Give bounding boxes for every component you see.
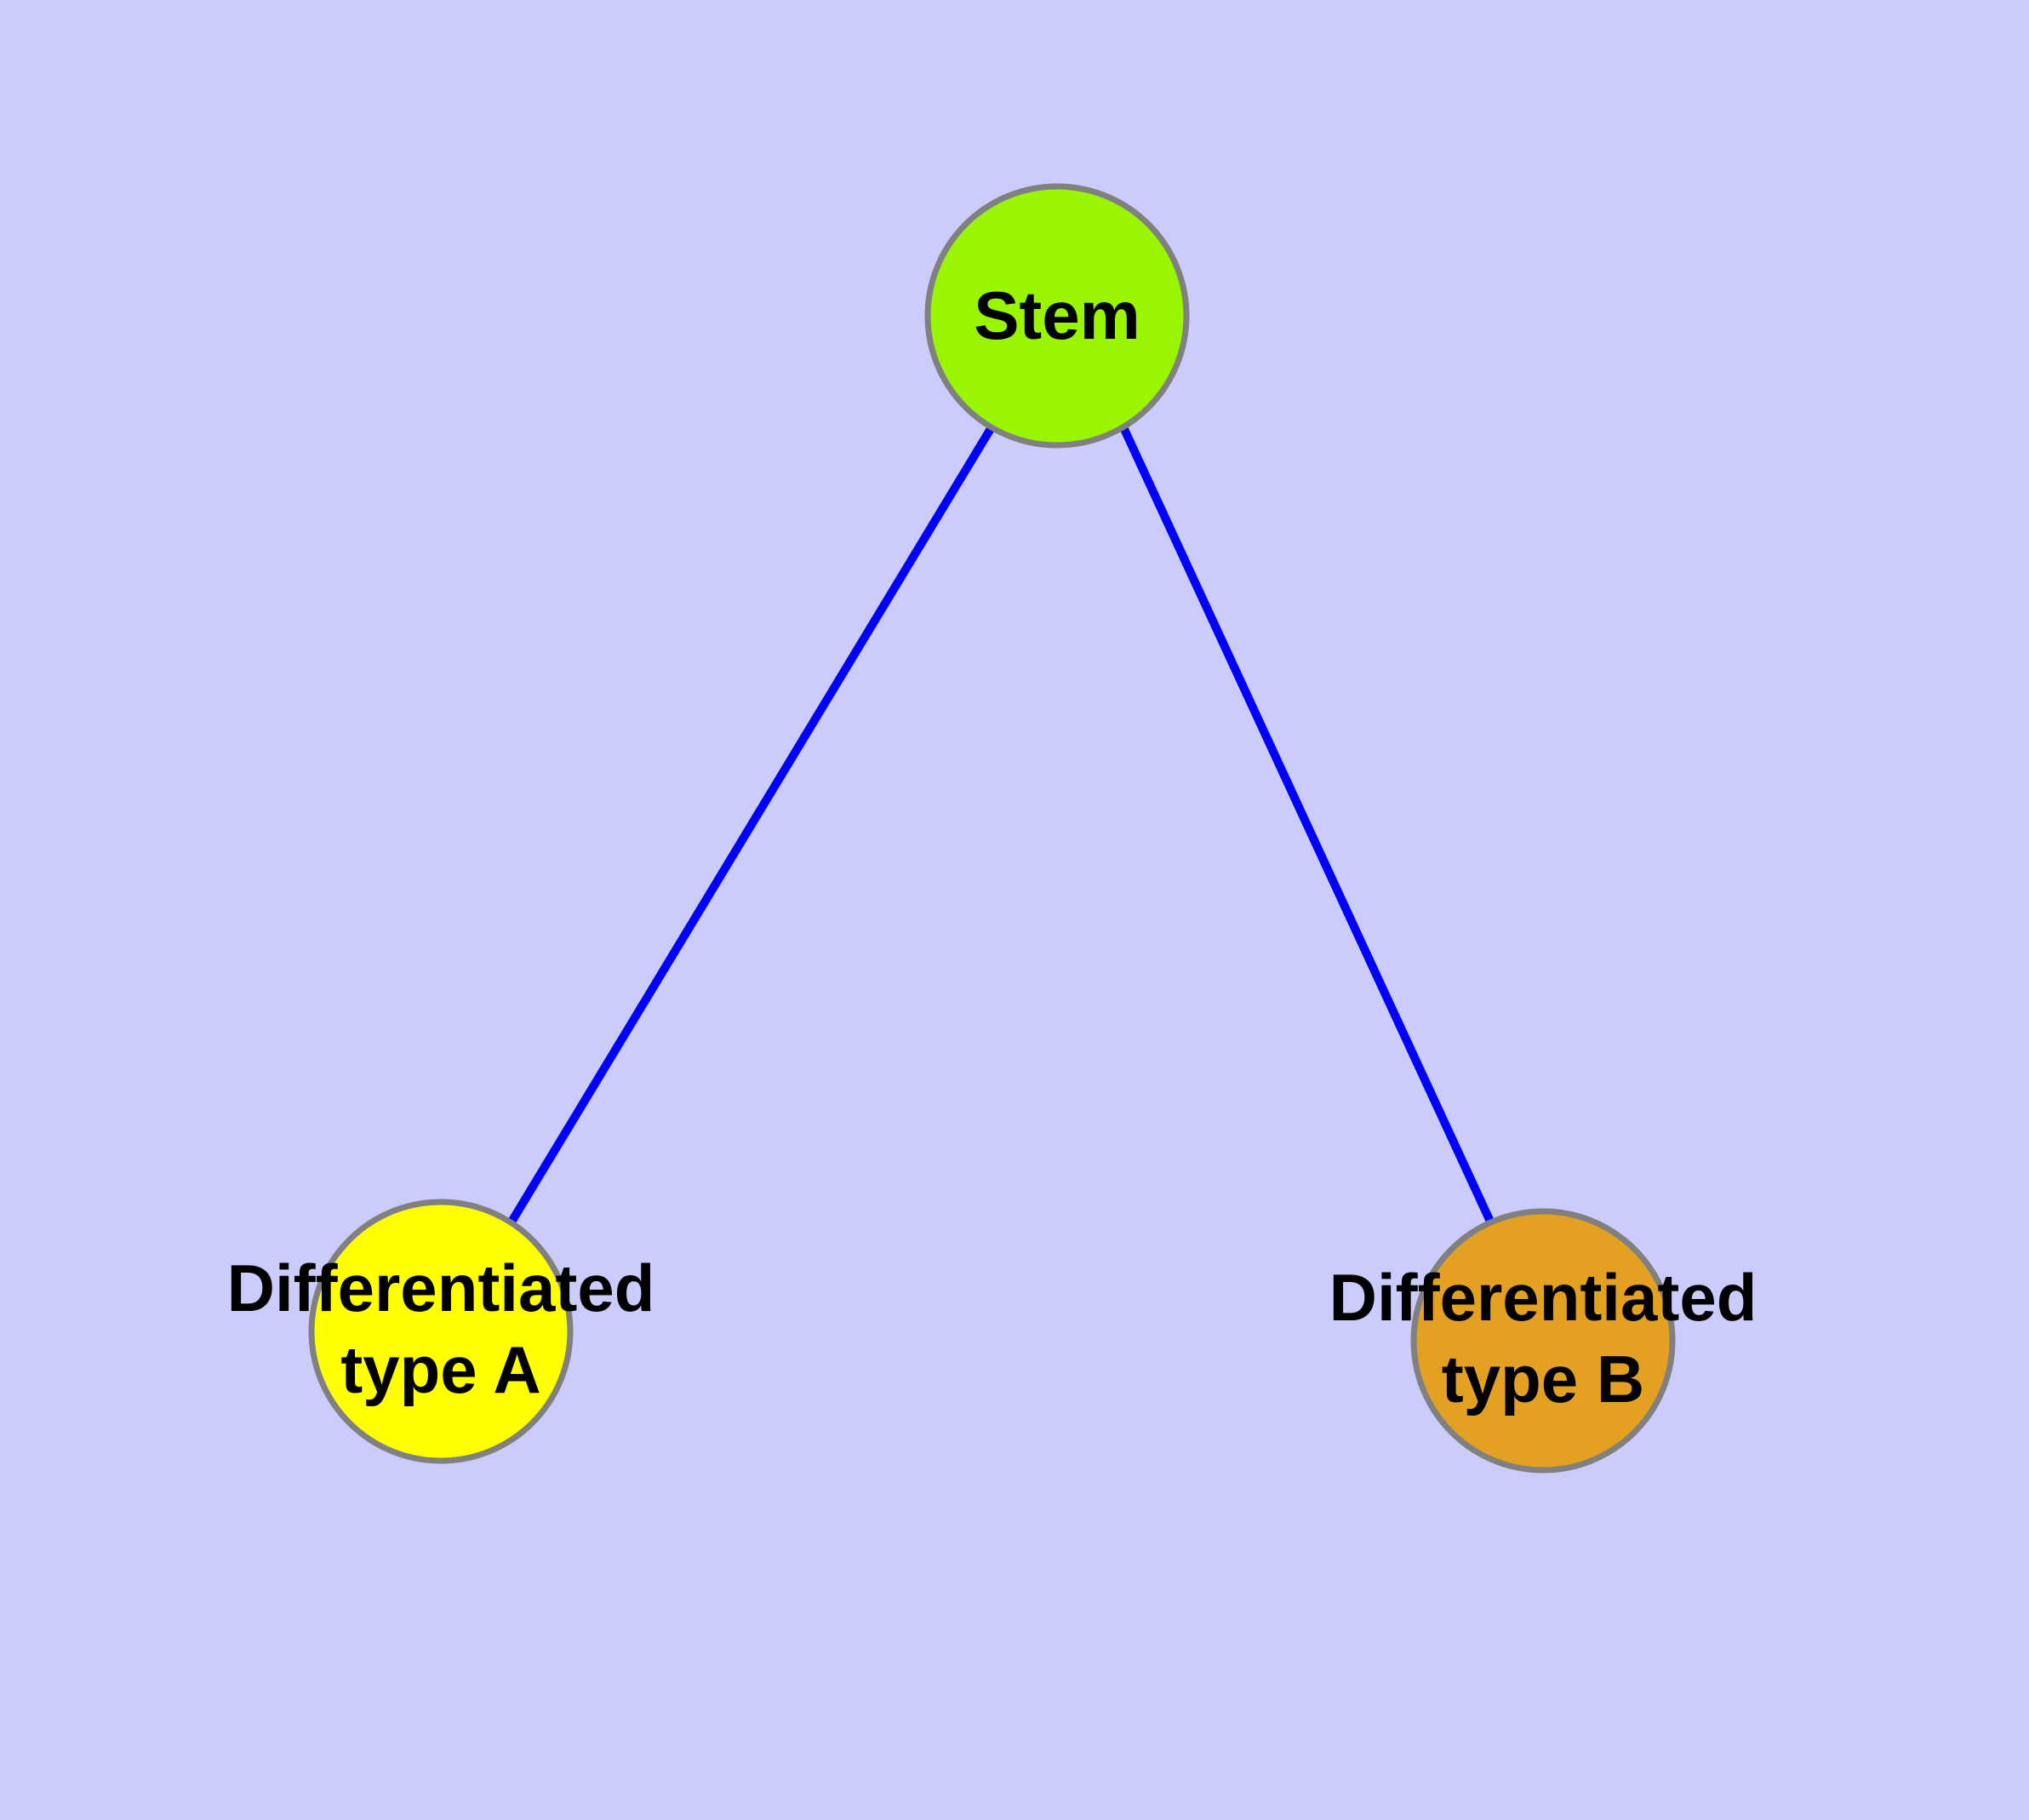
node-differentiated-type-b-label-line2: type B <box>1442 1342 1644 1417</box>
node-stem[interactable] <box>924 183 1190 449</box>
node-differentiated-type-a[interactable] <box>308 1199 574 1464</box>
node-differentiated-type-b-label-line1: Differentiated <box>1329 1260 1758 1335</box>
edge-stem-to-differentiated-type-b[interactable] <box>1119 425 1495 1226</box>
edges-group <box>506 425 1495 1226</box>
node-differentiated-type-a-label-line1: Differentiated <box>227 1251 655 1325</box>
node-labels-group: Stem Differentiated type A Differentiate… <box>227 278 1758 1417</box>
node-stem-label: Stem <box>974 278 1140 353</box>
node-differentiated-type-a-label-line2: type A <box>340 1332 541 1407</box>
node-differentiated-type-b[interactable] <box>1410 1208 1676 1474</box>
edge-stem-to-differentiated-type-a[interactable] <box>506 425 996 1226</box>
nodes-group <box>308 183 1676 1474</box>
